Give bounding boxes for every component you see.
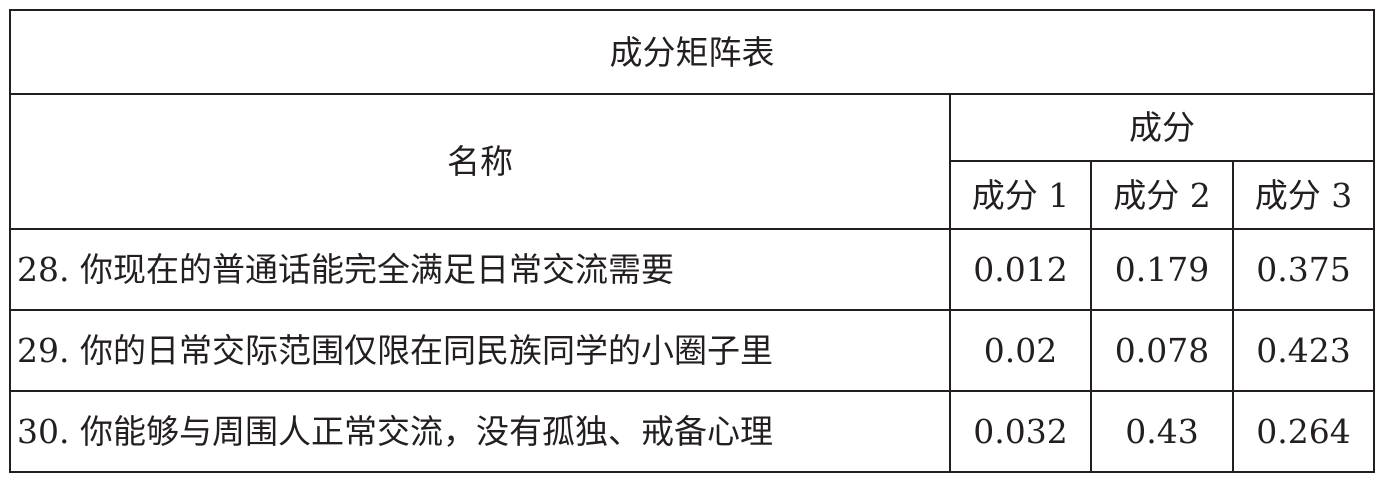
header-row-2: 成分 1 成分 2 成分 3 (10, 160, 1375, 230)
component-3-value: 0.375 (1232, 228, 1375, 311)
component-group-header: 成分 (949, 93, 1375, 162)
component-3-value: 0.423 (1232, 309, 1375, 392)
component-3-header: 成分 3 (1232, 160, 1375, 230)
component-1-value: 0.012 (949, 228, 1092, 311)
component-1-header: 成分 1 (949, 160, 1092, 230)
component-1-value: 0.02 (949, 309, 1092, 392)
component-1-value: 0.032 (949, 390, 1092, 473)
table-title-row: 成分矩阵表 (9, 9, 1375, 95)
component-matrix-table: 成分矩阵表 名称 成分 成分 1 成分 2 成分 3 28. 你现在的普通话能完… (9, 9, 1375, 473)
name-header: 名称 (9, 93, 951, 230)
component-3-value: 0.264 (1232, 390, 1375, 473)
item-name: 28. 你现在的普通话能完全满足日常交流需要 (9, 228, 951, 311)
table-row: 29. 你的日常交际范围仅限在同民族同学的小圈子里 0.02 0.078 0.4… (9, 309, 1375, 392)
component-2-value: 0.43 (1090, 390, 1234, 473)
item-name: 30. 你能够与周围人正常交流，没有孤独、戒备心理 (9, 390, 951, 473)
table-row: 28. 你现在的普通话能完全满足日常交流需要 0.012 0.179 0.375 (9, 228, 1375, 311)
table-title: 成分矩阵表 (9, 9, 1375, 95)
component-2-value: 0.078 (1090, 309, 1234, 392)
table-row: 30. 你能够与周围人正常交流，没有孤独、戒备心理 0.032 0.43 0.2… (9, 390, 1375, 473)
component-2-header: 成分 2 (1090, 160, 1234, 230)
component-2-value: 0.179 (1090, 228, 1234, 311)
item-name: 29. 你的日常交际范围仅限在同民族同学的小圈子里 (9, 309, 951, 392)
header-row-1: 名称 成分 (9, 93, 1375, 230)
